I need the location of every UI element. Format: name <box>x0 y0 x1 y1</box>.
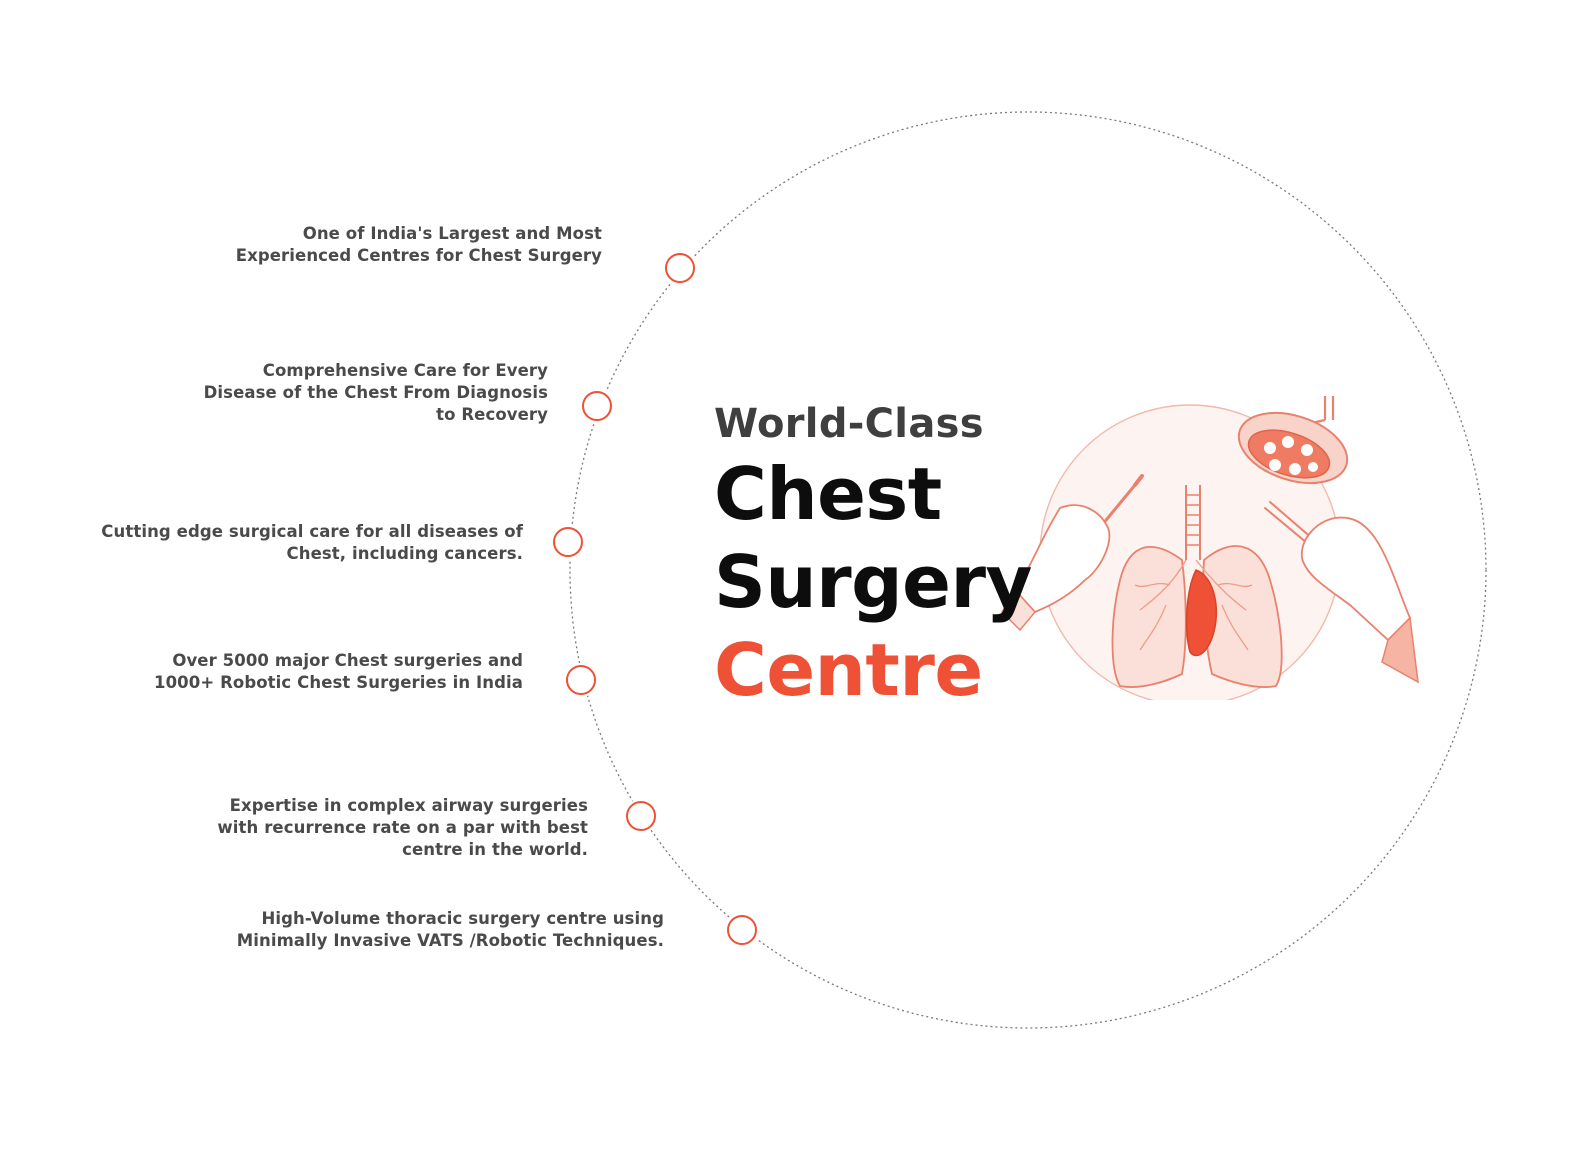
feature-2-line-2: Disease of the Chest From Diagnosis <box>203 383 548 402</box>
feature-2-line-3: to Recovery <box>436 405 548 424</box>
feature-4-line-1: Over 5000 major Chest surgeries and <box>172 651 523 670</box>
page-title: World-Class Chest Surgery Centre <box>714 398 1032 714</box>
lungs-icon <box>1111 485 1283 688</box>
marker-ring-4 <box>566 665 596 695</box>
feature-item-1: One of India's Largest and Most Experien… <box>236 223 602 267</box>
feature-item-2: Comprehensive Care for Every Disease of … <box>204 360 548 426</box>
marker-ring-6 <box>727 915 757 945</box>
feature-5-line-2: with recurrence rate on a par with best <box>217 818 588 837</box>
left-hand-scalpel-icon <box>1001 474 1144 632</box>
title-surgery: Surgery <box>714 540 1032 624</box>
feature-3-line-1: Cutting edge surgical care for all disea… <box>101 522 523 541</box>
marker-ring-1 <box>665 253 695 283</box>
title-centre: Centre <box>714 628 983 712</box>
marker-ring-5 <box>626 801 656 831</box>
right-hand-forceps-icon <box>1264 501 1419 684</box>
title-world-class: World-Class <box>714 401 984 447</box>
feature-item-4: Over 5000 major Chest surgeries and 1000… <box>154 650 523 694</box>
marker-ring-2 <box>582 391 612 421</box>
marker-ring-3 <box>553 527 583 557</box>
chest-surgery-illustration <box>1001 396 1419 700</box>
feature-1-line-2: Experienced Centres for Chest Surgery <box>235 246 602 265</box>
feature-4-line-2: 1000+ Robotic Chest Surgeries in India <box>154 673 523 692</box>
feature-3-line-2: Chest, including cancers. <box>286 544 523 563</box>
feature-6-line-1: High-Volume thoracic surgery centre usin… <box>261 909 664 928</box>
orbit-dashed-circle <box>569 111 1487 1029</box>
title-chest: Chest <box>714 452 942 536</box>
feature-6-line-2: Minimally Invasive VATS /Robotic Techniq… <box>236 931 664 950</box>
feature-5-line-1: Expertise in complex airway surgeries <box>229 796 588 815</box>
feature-5-line-3: centre in the world. <box>402 840 588 859</box>
surgical-lamp-icon <box>1237 396 1349 485</box>
feature-item-3: Cutting edge surgical care for all disea… <box>101 521 523 565</box>
feature-item-5: Expertise in complex airway surgeries wi… <box>217 795 588 861</box>
feature-2-line-1: Comprehensive Care for Every <box>262 361 548 380</box>
orbit-markers <box>551 251 759 947</box>
feature-item-6: High-Volume thoracic surgery centre usin… <box>237 908 664 952</box>
feature-1-line-1: One of India's Largest and Most <box>302 224 602 243</box>
